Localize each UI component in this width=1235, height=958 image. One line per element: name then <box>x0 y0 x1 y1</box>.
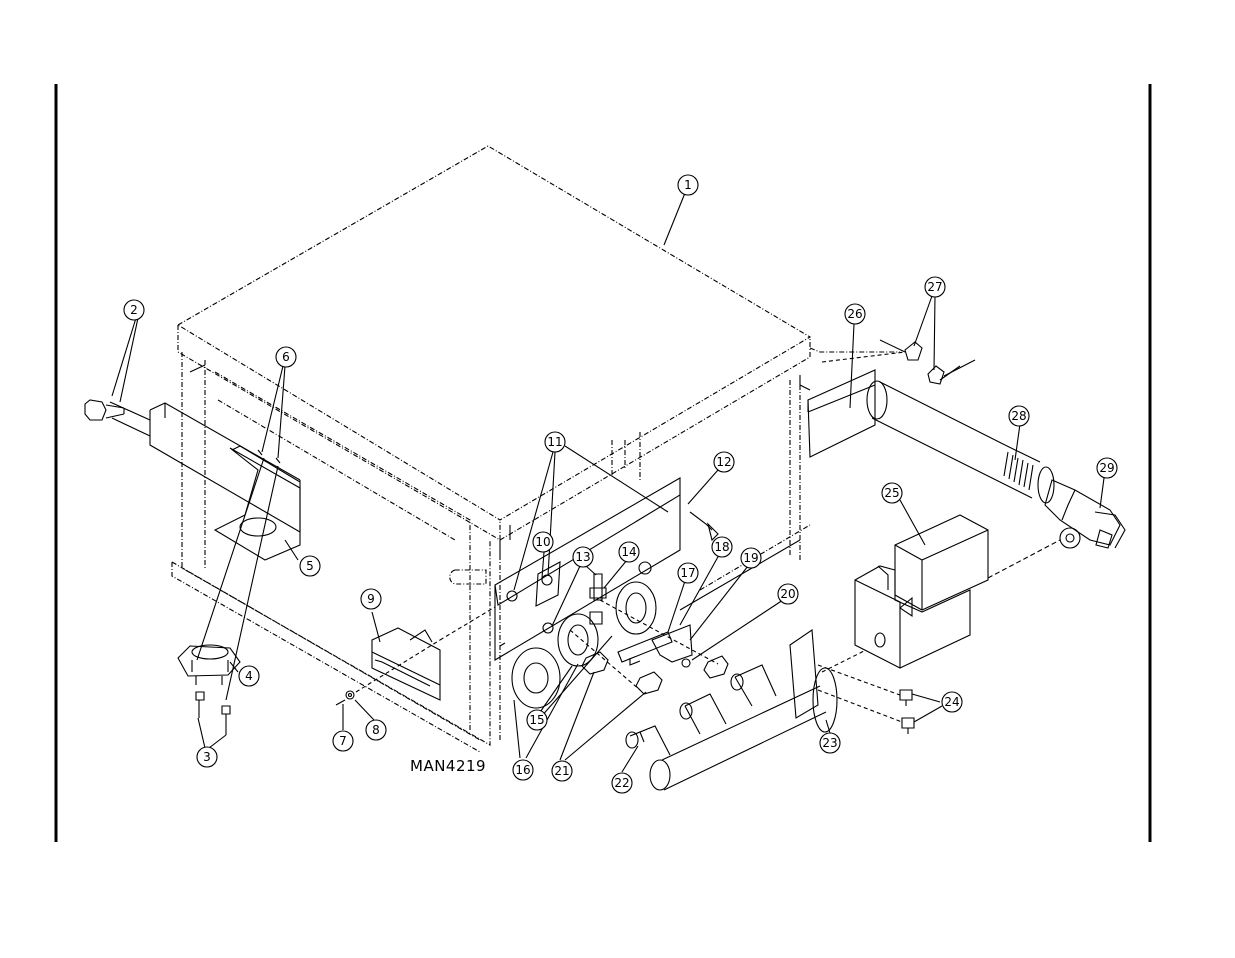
callout-circle <box>332 730 354 752</box>
callout-9-terminal-block: 9 <box>360 588 382 610</box>
callout-number: 10 <box>535 535 550 549</box>
gas-valve-assembly <box>854 499 1061 669</box>
callout-number: 28 <box>1011 409 1026 423</box>
callout-number: 4 <box>245 669 253 683</box>
callout-circle <box>275 346 297 368</box>
callout-3-mounting-screws: 3 <box>196 746 218 768</box>
callout-number: 1 <box>684 178 692 192</box>
callout-circle <box>777 583 799 605</box>
callout-number: 17 <box>680 566 695 580</box>
callout-4-thermostat-disc: 4 <box>238 665 260 687</box>
callout-circle <box>941 691 963 713</box>
callout-25-gas-valve: 25 <box>881 482 903 504</box>
callout-circle <box>123 299 145 321</box>
callout-19-igniter-bracket: 19 <box>740 547 762 569</box>
callout-24-flange-screws: 24 <box>941 691 963 713</box>
callout-number: 18 <box>714 540 729 554</box>
callout-circle <box>551 760 573 782</box>
callout-number: 3 <box>203 750 211 764</box>
manifold-assembly <box>559 629 943 791</box>
callout-number: 12 <box>716 455 731 469</box>
callout-circle <box>740 547 762 569</box>
callout-number: 25 <box>884 486 899 500</box>
callout-circle <box>544 431 566 453</box>
callout-28-flex-connector: 28 <box>1008 405 1030 427</box>
callout-circle <box>844 303 866 325</box>
callout-22-burner-tube: 22 <box>611 772 633 794</box>
callout-circle <box>238 665 260 687</box>
callout-2-left-fittings: 2 <box>123 299 145 321</box>
callout-16-gaskets: 16 <box>512 759 534 781</box>
callout-number: 21 <box>554 764 569 778</box>
callout-number: 9 <box>367 592 375 606</box>
left-pipe-assembly <box>84 317 301 701</box>
callout-6-bracket-screws: 6 <box>275 346 297 368</box>
callout-number: 14 <box>621 545 636 559</box>
callout-29-shutoff-valve: 29 <box>1096 457 1118 479</box>
callout-circle <box>618 541 640 563</box>
callout-13-plate-stud: 13 <box>572 546 594 568</box>
callout-26-right-bracket: 26 <box>844 303 866 325</box>
callout-number: 26 <box>847 307 862 321</box>
callout-circle <box>611 772 633 794</box>
callout-10-plate-hole: 10 <box>532 531 554 553</box>
callout-circle <box>526 709 548 731</box>
burner-plate-assembly <box>494 445 784 759</box>
callout-number: 11 <box>547 435 562 449</box>
callout-11-plate-screws: 11 <box>544 431 566 453</box>
callout-17-igniter: 17 <box>677 562 699 584</box>
callout-12-burner-plate: 12 <box>713 451 735 473</box>
thermostat-assembly <box>177 644 241 749</box>
callout-number: 24 <box>944 695 959 709</box>
callout-15-orifice-rings: 15 <box>526 709 548 731</box>
callout-number: 27 <box>927 280 942 294</box>
callout-number: 19 <box>743 551 758 565</box>
callout-27-right-fittings: 27 <box>924 276 946 298</box>
callout-circle <box>532 531 554 553</box>
callout-number: 16 <box>515 763 530 777</box>
callout-14-plate-nut: 14 <box>618 541 640 563</box>
callout-number: 8 <box>372 723 380 737</box>
callout-number: 7 <box>339 734 347 748</box>
callout-number: 6 <box>282 350 290 364</box>
callout-5-left-bracket: 5 <box>299 555 321 577</box>
callout-number: 22 <box>614 776 629 790</box>
terminal-block-assembly <box>335 606 496 730</box>
callout-21-orifice-nuts: 21 <box>551 760 573 782</box>
callout-8-washer: 8 <box>365 719 387 741</box>
callout-circle <box>924 276 946 298</box>
callout-circle <box>299 555 321 577</box>
callout-circle <box>196 746 218 768</box>
callout-circle <box>677 562 699 584</box>
callout-circle <box>881 482 903 504</box>
callout-circle <box>711 536 733 558</box>
callout-circle <box>365 719 387 741</box>
callout-circle <box>572 546 594 568</box>
drawing-code: MAN4219 <box>410 757 486 775</box>
callout-circle <box>1008 405 1030 427</box>
callout-18-igniter-screw: 18 <box>711 536 733 558</box>
callout-circle <box>512 759 534 781</box>
callout-number: 2 <box>130 303 138 317</box>
callout-20-small-nut: 20 <box>777 583 799 605</box>
callout-number: 20 <box>780 587 795 601</box>
callout-number: 29 <box>1099 461 1114 475</box>
callout-circle <box>677 174 699 196</box>
callout-number: 13 <box>575 550 590 564</box>
callout-circle <box>1096 457 1118 479</box>
right-pipe-assembly <box>807 295 1126 549</box>
callout-7-small-screw: 7 <box>332 730 354 752</box>
callout-circle <box>819 732 841 754</box>
callout-number: 23 <box>822 736 837 750</box>
cabinet-body <box>171 145 900 753</box>
callout-number: 5 <box>306 559 314 573</box>
callout-circle <box>360 588 382 610</box>
callout-1-cabinet-body: 1 <box>677 174 699 196</box>
callout-number: 15 <box>529 713 544 727</box>
callout-23-manifold-flange: 23 <box>819 732 841 754</box>
callout-circle <box>713 451 735 473</box>
